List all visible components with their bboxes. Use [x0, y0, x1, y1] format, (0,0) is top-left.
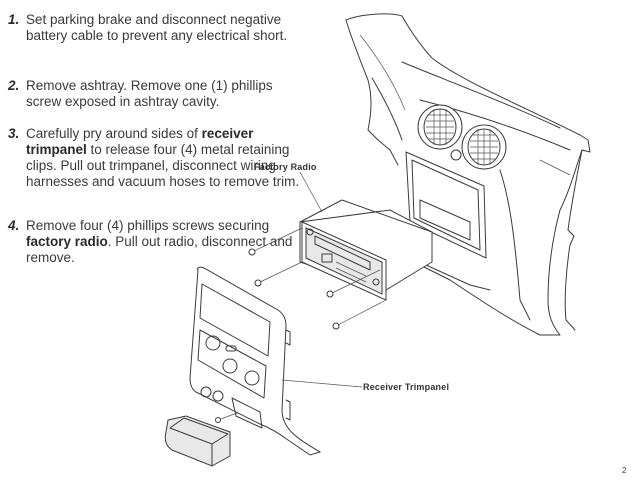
dashboard-illustration — [345, 13, 591, 336]
factory-radio-leader-line — [299, 171, 323, 213]
step-number: 2. — [8, 78, 20, 93]
step-text-part: Set parking brake and disconnect negativ… — [26, 12, 288, 43]
step-text: Remove ashtray. Remove one (1) phillips … — [26, 78, 308, 110]
ashtray-illustration — [164, 415, 231, 467]
page-number: 2 — [622, 466, 627, 475]
step-text-part: Remove ashtray. Remove one (1) phillips … — [26, 78, 273, 109]
step-1: 1. Set parking brake and disconnect nega… — [8, 12, 308, 44]
step-text: Remove four (4) phillips screws securing… — [26, 218, 308, 266]
step-4: 4. Remove four (4) phillips screws secur… — [8, 218, 308, 266]
step-number: 3. — [8, 126, 20, 141]
step-text-emphasis: factory radio — [26, 234, 108, 249]
step-text-part: . Pull out radio, disconnect and remove. — [26, 234, 293, 265]
step-text: Carefully pry around sides of receiver t… — [26, 126, 308, 190]
receiver-trimpanel-leader-line — [281, 379, 363, 388]
factory-radio-illustration — [299, 199, 433, 301]
step-number: 1. — [8, 12, 20, 27]
step-2: 2. Remove ashtray. Remove one (1) philli… — [8, 78, 308, 110]
step-text-emphasis: receiver trimpanel — [26, 126, 254, 157]
step-text-part: Carefully pry around sides of — [26, 126, 202, 141]
step-text: Set parking brake and disconnect negativ… — [26, 12, 308, 44]
factory-radio-label: Factory Radio — [254, 162, 317, 172]
receiver-trimpanel-illustration — [189, 266, 322, 456]
step-3: 3. Carefully pry around sides of receive… — [8, 126, 308, 190]
receiver-trimpanel-label: Receiver Trimpanel — [363, 382, 450, 392]
step-text-part: Remove four (4) phillips screws securing — [26, 218, 270, 233]
step-number: 4. — [8, 218, 20, 233]
phillips-screw-icon — [215, 227, 387, 423]
step-text-part: to release four (4) metal retaining clip… — [26, 142, 300, 189]
